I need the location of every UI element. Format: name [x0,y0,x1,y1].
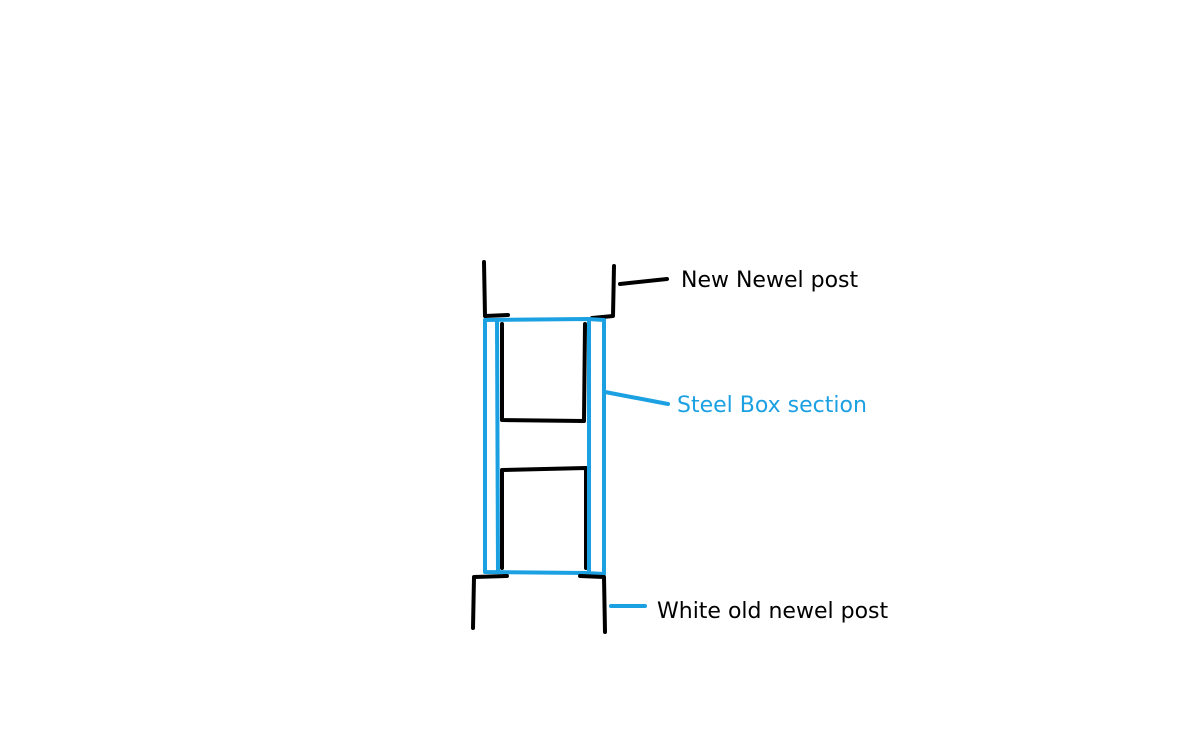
old-newel-post-right-edge [578,574,607,634]
new-newel-post-leader [618,277,669,286]
lower-block [500,466,588,570]
label-new-newel-post: New Newel post [681,268,858,293]
steel-box-section-drawing [483,317,670,576]
steel-box-leader [603,390,670,406]
new-newel-post-left-edge [482,260,510,318]
label-white-old-newel-post: White old newel post [657,599,888,624]
new-newel-post-drawing [482,260,669,320]
old-newel-post-left-edge [471,574,509,630]
new-newel-post-right-edge [590,264,616,320]
label-steel-box-section: Steel Box section [677,393,867,418]
old-newel-post-drawing [471,574,607,634]
inner-blocks [500,322,588,570]
upper-block [500,322,587,423]
steel-box-left-wall [495,319,500,574]
